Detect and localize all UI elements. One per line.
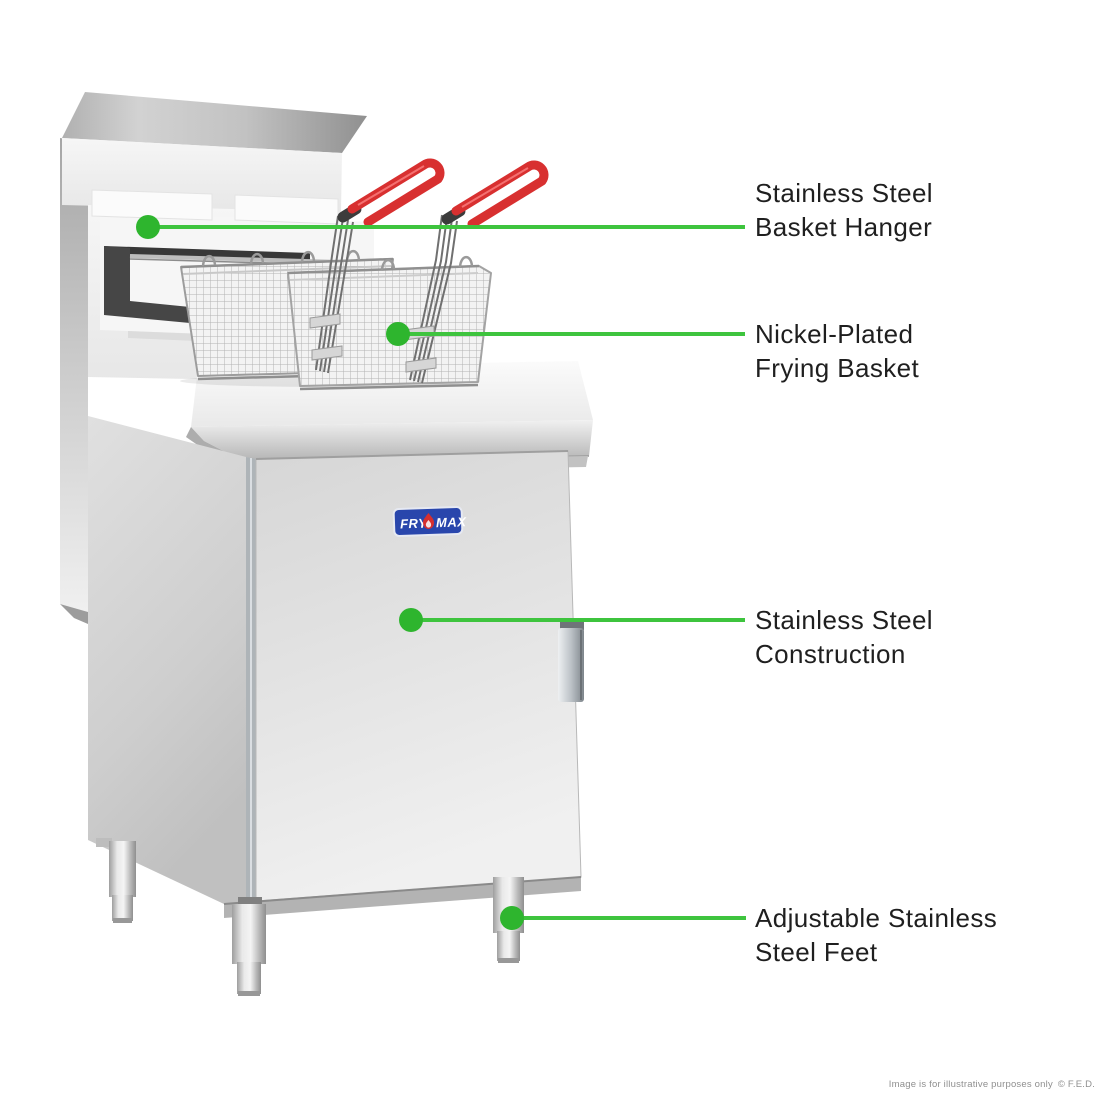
callout-label-line: Adjustable Stainless: [755, 903, 998, 933]
image-disclaimer: Image is for illustrative purposes only ©…: [889, 1079, 1095, 1090]
basket-wires-right: [403, 214, 458, 384]
cabinet-door: [255, 450, 582, 902]
flame-icon: [423, 512, 435, 529]
callout-label-line: Steel Feet: [755, 937, 878, 967]
callout-dot-feet: [500, 906, 524, 930]
brand-badge: FRY MAX: [392, 505, 468, 538]
copyright-text: © F.E.D.: [1057, 1079, 1095, 1090]
door-handle: [558, 619, 584, 702]
basket-handle-left: [337, 158, 445, 227]
callout-label-line: Nickel-Plated: [755, 319, 914, 349]
callout-label-line: Construction: [755, 639, 906, 669]
basket-wires-left: [309, 215, 354, 374]
callout-label-feet: Adjustable Stainless Steel Feet: [755, 901, 997, 969]
foot-front-left: [232, 897, 266, 996]
callout-annotations: [136, 215, 746, 930]
callout-label-line: Frying Basket: [755, 353, 920, 383]
callout-label-basket-hanger: Stainless Steel Basket Hanger: [755, 176, 933, 244]
badge-text-fry: FRY: [400, 516, 429, 532]
callout-dot-basket-hanger: [136, 215, 160, 239]
callout-label-line: Basket Hanger: [755, 212, 933, 242]
callout-label-construction: Stainless Steel Construction: [755, 603, 933, 671]
fryer-cabinet: FRY MAX: [88, 416, 584, 918]
disclaimer-text: Image is for illustrative purposes only: [888, 1079, 1053, 1090]
foot-back-left: [109, 841, 136, 923]
callout-label-line: Stainless Steel: [755, 605, 933, 635]
callout-label-frying-basket: Nickel-Plated Frying Basket: [755, 317, 919, 385]
callout-dot-frying-basket: [386, 322, 410, 346]
basket-handle-right: [441, 160, 549, 229]
callout-label-line: Stainless Steel: [755, 178, 933, 208]
callout-dot-construction: [399, 608, 423, 632]
badge-text-max: MAX: [436, 514, 468, 530]
